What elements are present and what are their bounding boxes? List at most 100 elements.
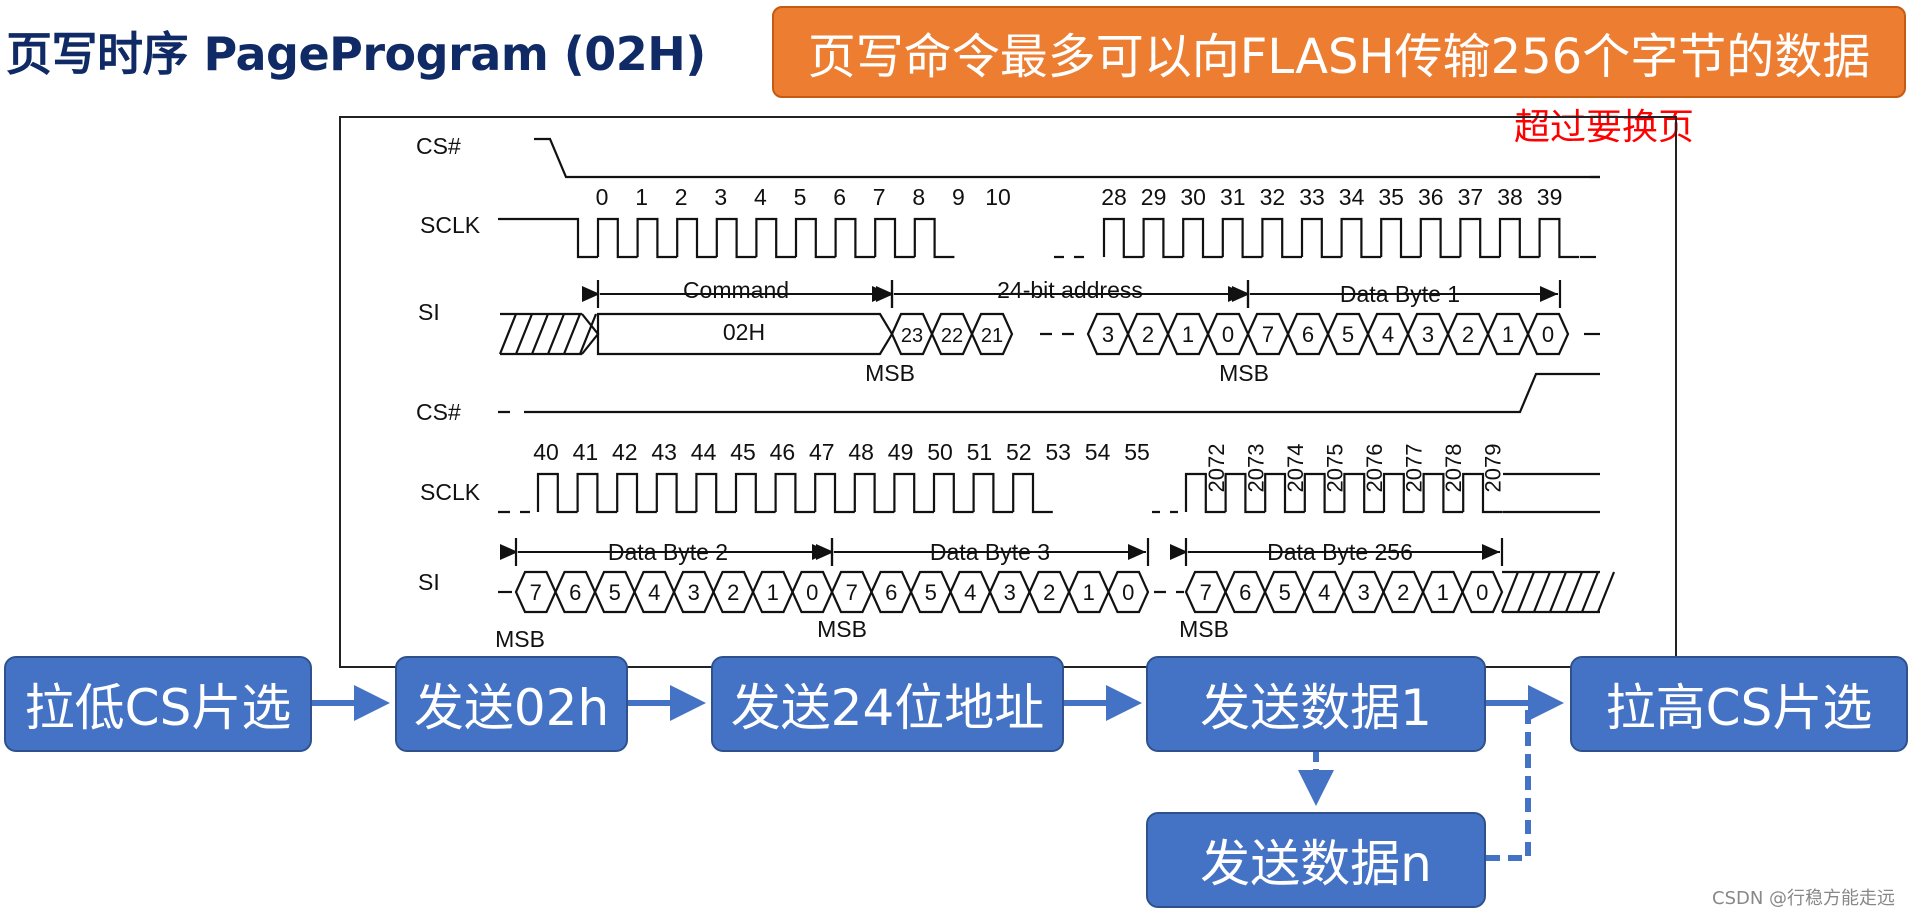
- si-data-cell-label: 3: [1422, 322, 1434, 347]
- si-data-cell-label: 1: [767, 580, 779, 605]
- cs-waveform-2: [498, 372, 1600, 414]
- si-data-cell-label: 0: [1476, 580, 1488, 605]
- si-address-cell-label: 3: [1102, 322, 1114, 347]
- clock-tick-label: 2077: [1402, 444, 1427, 493]
- clock-tick-label: 31: [1220, 184, 1246, 210]
- si-data-cell-label: 6: [1239, 580, 1251, 605]
- clock-tick-label: 45: [730, 439, 756, 465]
- sclk-waveform-d: [1184, 472, 1503, 514]
- clock-tick-label: 2075: [1323, 444, 1348, 493]
- si-dont-care-2: [1500, 570, 1616, 614]
- si-data-cell-label: 4: [1318, 580, 1330, 605]
- page-title: 页写时序 PageProgram (02H): [6, 27, 706, 81]
- clock-tick-label: 28: [1101, 184, 1127, 210]
- clock-tick-label: 33: [1299, 184, 1325, 210]
- msb-label: MSB: [495, 626, 545, 652]
- si-data-cell-label: 5: [609, 580, 621, 605]
- step-send-data-n: 发送数据n: [1146, 812, 1486, 908]
- page-overflow-note: 超过要换页: [1514, 107, 1695, 148]
- si-data-cell-label: 2: [1397, 580, 1409, 605]
- signal-label-si: SI: [418, 299, 440, 325]
- dimension-byte3-ticks: [830, 538, 1150, 566]
- step-send-data-1: 发送数据1: [1146, 656, 1486, 752]
- si-data-cell-label: 4: [648, 580, 660, 605]
- step-send-address: 发送24位地址: [711, 656, 1064, 752]
- si-data-cell-label: 0: [806, 580, 818, 605]
- clock-tick-label: 2078: [1441, 444, 1466, 493]
- si-data-cell: [1461, 570, 1504, 614]
- si-address-cell-label: 22: [941, 325, 963, 347]
- step-cs-low: 拉低CS片选: [4, 656, 312, 752]
- si-data-cell-label: 3: [1358, 580, 1370, 605]
- clock-tick-label: 48: [848, 439, 874, 465]
- clock-tick-label: 42: [612, 439, 638, 465]
- sclk-idle: [498, 217, 598, 259]
- clock-tick-label: 10: [985, 184, 1011, 210]
- sclk-waveform-a: [596, 217, 955, 259]
- step-send-command: 发送02h: [395, 656, 628, 752]
- clock-tick-label: 29: [1141, 184, 1167, 210]
- clock-tick-label: 36: [1418, 184, 1444, 210]
- waveforms: [498, 137, 1616, 614]
- signal-label-cs: CS#: [416, 133, 461, 159]
- signal-label-si-2: SI: [418, 569, 440, 595]
- clock-tick-label: 4: [754, 184, 767, 210]
- flow-connectors: [312, 685, 1564, 861]
- clock-tick-label: 2072: [1204, 444, 1229, 493]
- si-data-cell-label: 6: [1302, 322, 1314, 347]
- clock-tick-label: 47: [809, 439, 835, 465]
- segment-byte3: Data Byte 3: [930, 539, 1050, 565]
- clock-tick-label: 7: [873, 184, 886, 210]
- signal-label-cs-2: CS#: [416, 399, 461, 425]
- clock-tick-label: 43: [651, 439, 677, 465]
- step-cs-high: 拉高CS片选: [1570, 656, 1908, 752]
- clock-tick-label: 9: [952, 184, 965, 210]
- clock-tick-label: 6: [833, 184, 846, 210]
- dimension-byte1-ticks: [1246, 280, 1562, 308]
- clock-tick-label: 40: [533, 439, 559, 465]
- si-data-cell-label: 3: [688, 580, 700, 605]
- clock-tick-label: 49: [888, 439, 914, 465]
- si-data-cell-label: 7: [530, 580, 542, 605]
- si-data-cell-label: 7: [846, 580, 858, 605]
- si-data-cell-label: 7: [1262, 322, 1274, 347]
- clock-tick-label: 52: [1006, 439, 1032, 465]
- clock-tick-label: 39: [1537, 184, 1563, 210]
- clock-tick-label: 2074: [1283, 444, 1308, 493]
- segment-byte1: Data Byte 1: [1340, 281, 1460, 307]
- msb-label: MSB: [865, 360, 915, 386]
- segment-byte2: Data Byte 2: [608, 539, 728, 565]
- si-data-cell-label: 5: [925, 580, 937, 605]
- si-data-cell-label: 1: [1437, 580, 1449, 605]
- si-data-cell-label: 1: [1502, 322, 1514, 347]
- msb-label: MSB: [817, 616, 867, 642]
- segment-command: Command: [683, 277, 789, 303]
- clock-tick-label: 44: [691, 439, 717, 465]
- sclk-idle-2: [1503, 472, 1600, 514]
- clock-tick-label: 0: [596, 184, 609, 210]
- clock-tick-label: 50: [927, 439, 953, 465]
- msb-label: MSB: [1179, 616, 1229, 642]
- cs-waveform: [534, 137, 1600, 179]
- si-data-cell-label: 4: [964, 580, 976, 605]
- si-data-cell-label: 2: [1462, 322, 1474, 347]
- si-data-cell-label: 5: [1279, 580, 1291, 605]
- si-data-cell: [1107, 570, 1150, 614]
- si-address-cell-label: 23: [901, 325, 923, 347]
- clock-tick-label: 53: [1045, 439, 1071, 465]
- clock-tick-label: 54: [1085, 439, 1111, 465]
- si-address-cell-label: 0: [1222, 322, 1234, 347]
- sclk-waveform-b: [1102, 217, 1580, 259]
- clock-tick-label: 5: [794, 184, 807, 210]
- si-transition: [581, 313, 600, 355]
- command-value: 02H: [723, 319, 765, 345]
- clock-tick-label: 46: [770, 439, 796, 465]
- signal-label-sclk-2: SCLK: [420, 479, 481, 505]
- si-data-cell-label: 2: [1043, 580, 1055, 605]
- clock-tick-label: 3: [714, 184, 727, 210]
- watermark: CSDN @行稳方能走远: [1712, 888, 1896, 909]
- msb-label: MSB: [1219, 360, 1269, 386]
- si-data-cell-label: 7: [1200, 580, 1212, 605]
- si-command-cell: [596, 312, 894, 356]
